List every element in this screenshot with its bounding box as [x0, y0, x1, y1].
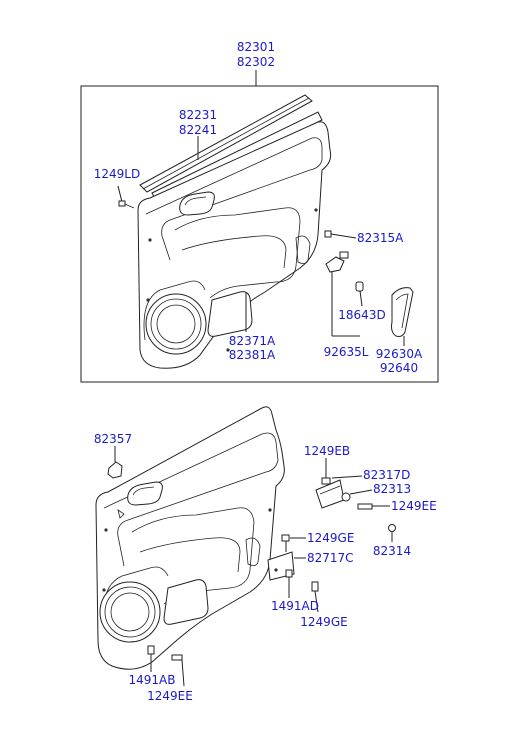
clip-1249ld — [117, 185, 135, 209]
bush-label: 82313 — [373, 482, 411, 496]
lamp-lens-part — [391, 287, 414, 346]
pull-bracket-assembly — [315, 458, 396, 542]
bulb-label: 18643D — [338, 308, 385, 322]
plug-label: 82357 — [94, 432, 132, 446]
screws-lower-right — [285, 569, 319, 613]
courtesy-lamp-part — [325, 251, 360, 337]
bottom-a-label: 1491AB — [129, 673, 176, 687]
trim-strip-label-1: 82231 — [179, 108, 217, 122]
lens-label-1: 92630A — [376, 347, 423, 361]
plate-label: 82717C — [307, 551, 354, 565]
bracket-label: 82317D — [363, 468, 410, 482]
screw-top-label: 1249EB — [304, 444, 350, 458]
speaker-grille-label-2: 82381A — [229, 348, 276, 362]
screws-bottom — [147, 645, 185, 687]
assembly-frame — [80, 85, 439, 383]
bulb-part — [355, 281, 364, 307]
assembly-label-2: 82302 — [237, 55, 275, 69]
screw-a-label: 1491AD — [271, 599, 319, 613]
bottom-b-label: 1249EE — [147, 689, 193, 703]
nut-label: 82314 — [373, 544, 411, 558]
door-trim-panel-lower — [95, 406, 285, 670]
clip-82315a — [324, 230, 357, 239]
assembly-label-1: 82301 — [237, 40, 275, 54]
clip-right-label: 82315A — [357, 231, 404, 245]
trim-strip-label-2: 82241 — [179, 123, 217, 137]
lens-label-2: 92640 — [380, 361, 418, 375]
speaker-grille-label-1: 82371A — [229, 334, 276, 348]
clip-left-label: 1249LD — [94, 167, 140, 181]
screw-mid-label: 1249GE — [307, 531, 354, 545]
screw-right-label: 1249EE — [391, 499, 437, 513]
lamp-assy-label: 92635L — [324, 345, 369, 359]
plug-82357 — [107, 446, 123, 479]
door-trim-panel-upper — [137, 121, 332, 369]
screw-b-label: 1249GE — [300, 615, 347, 629]
